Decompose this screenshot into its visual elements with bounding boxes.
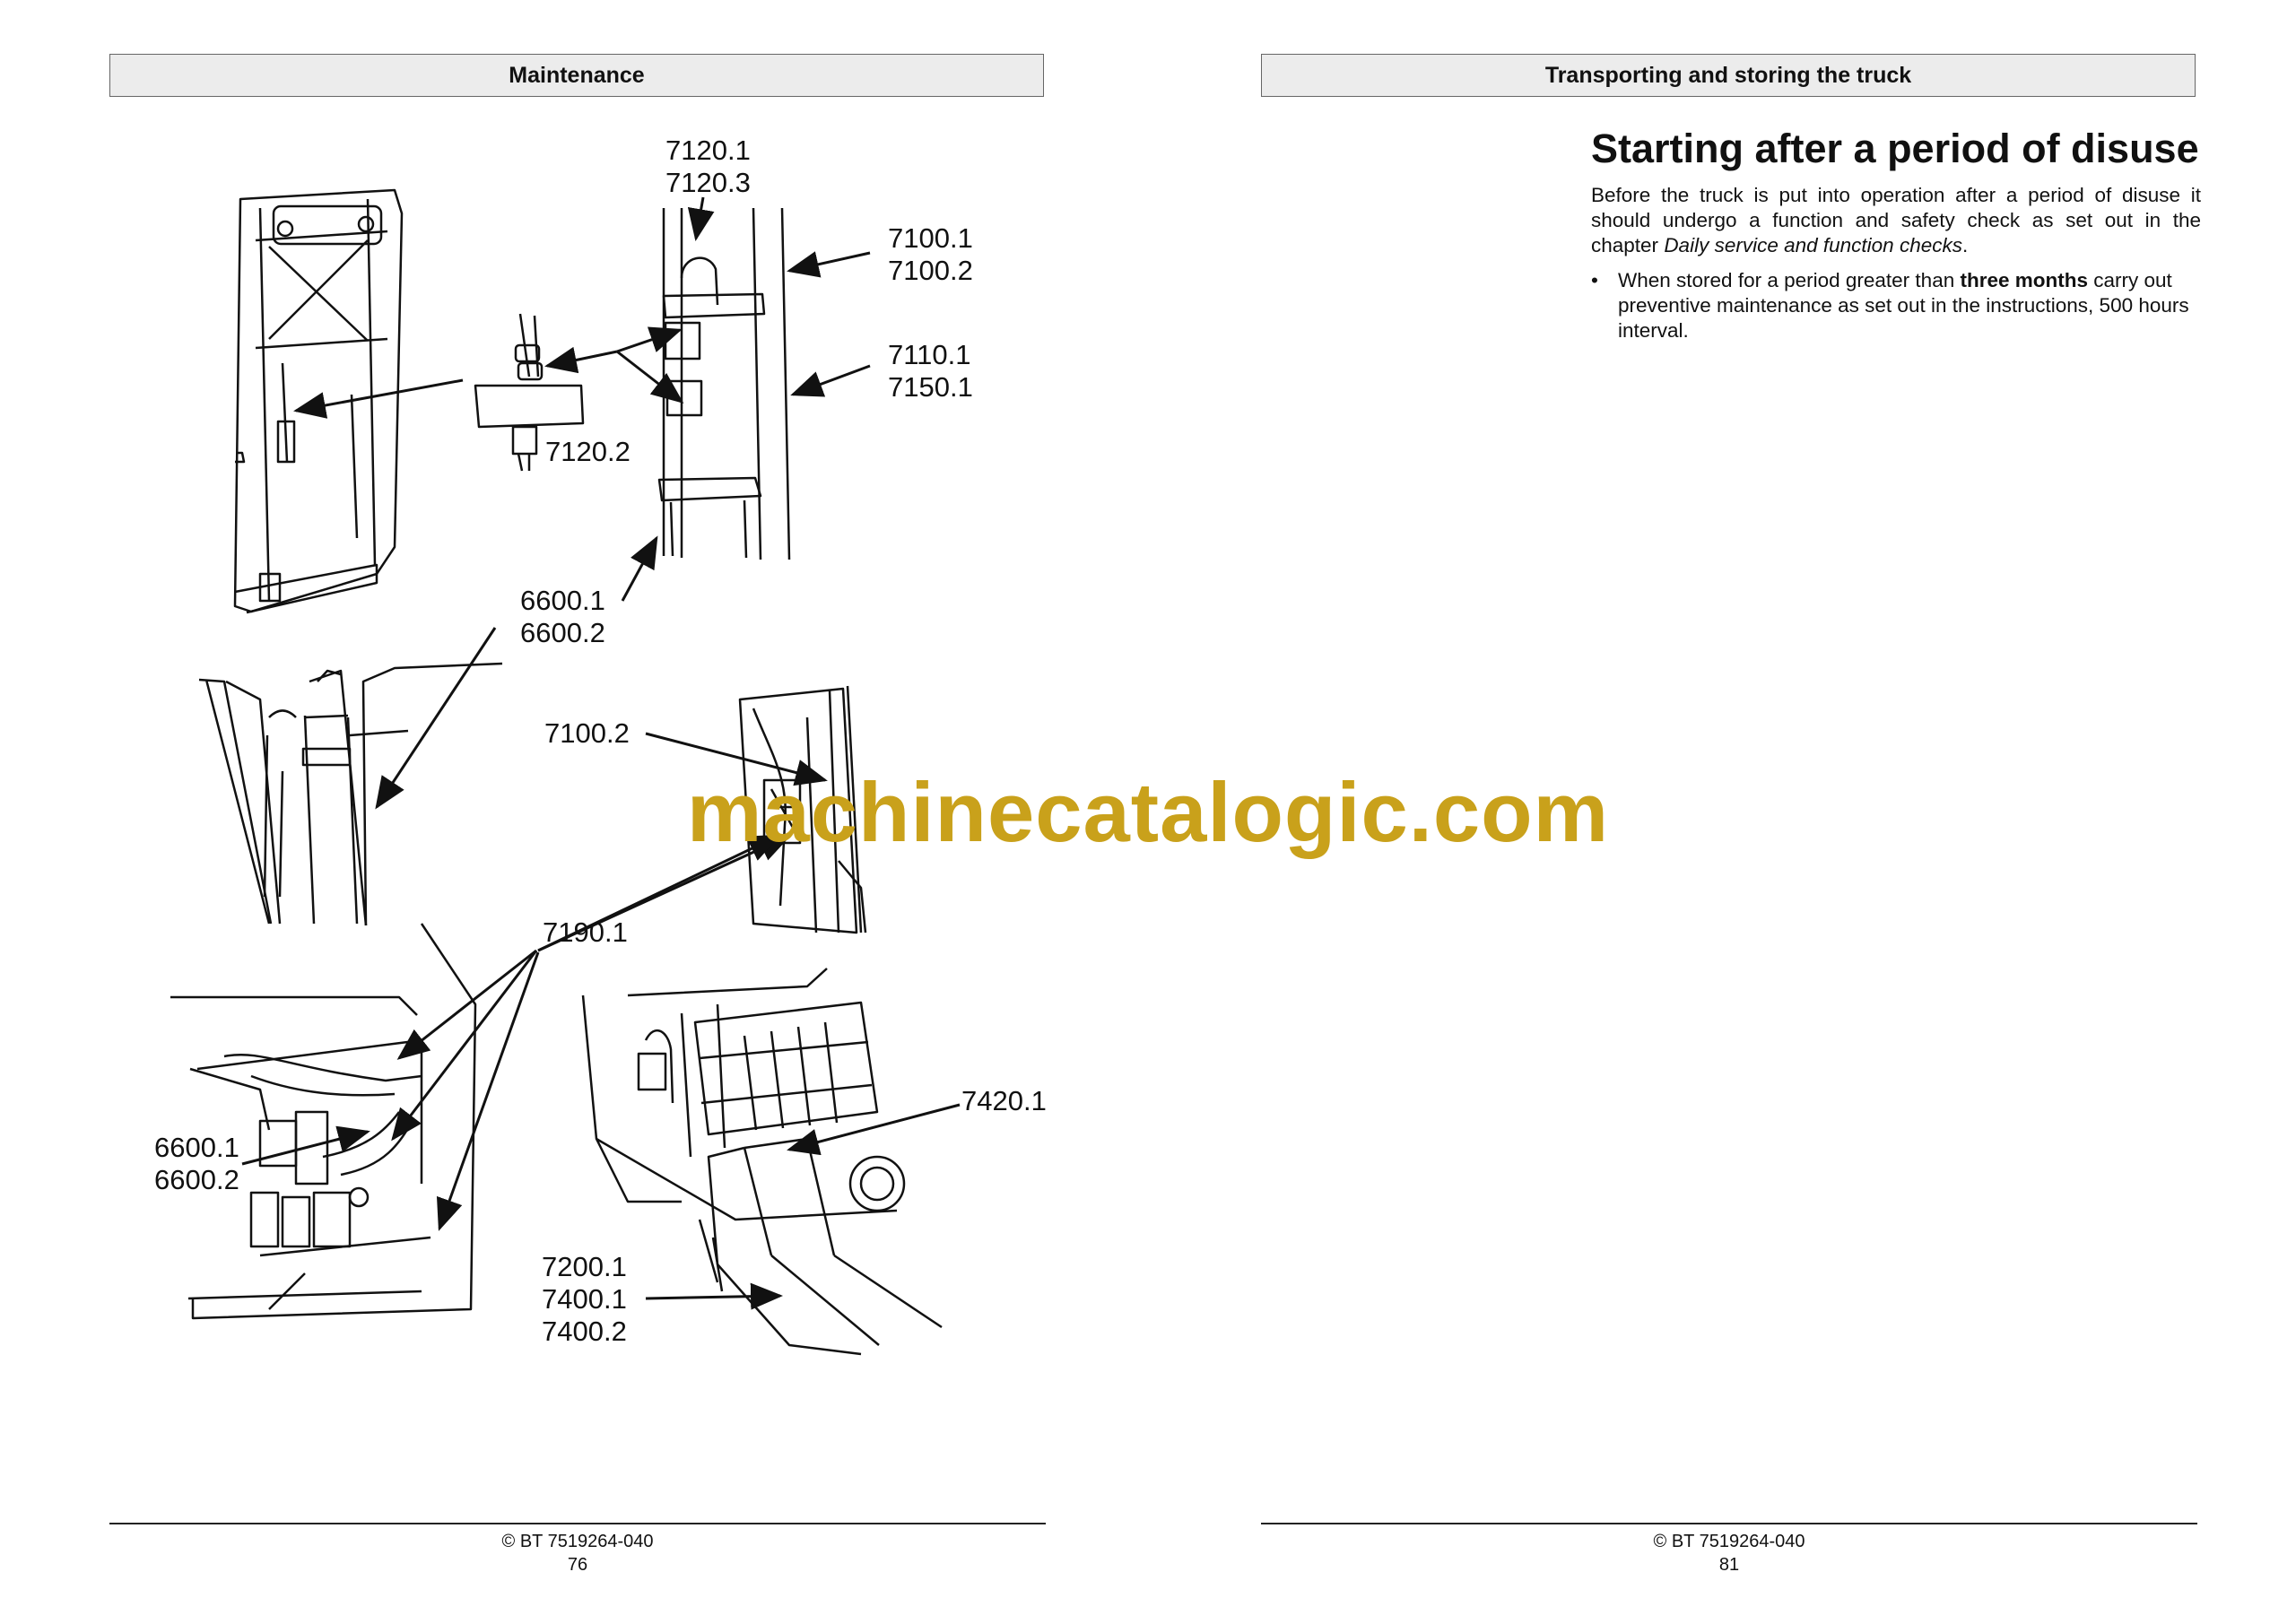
right-page-number: 81 xyxy=(1718,1555,1740,1575)
callout-7200-1-7400-1-7400-2: 7200.1 7400.1 7400.2 xyxy=(542,1251,627,1347)
right-page-header: Transporting and storing the truck xyxy=(1261,54,2196,97)
left-footer: © BT 7519264-040 76 xyxy=(109,1530,1046,1576)
valve-closeup-drawing xyxy=(738,685,867,934)
callout-6600-1-6600-2-upper: 6600.1 6600.2 xyxy=(520,585,605,648)
left-page: Maintenance xyxy=(109,54,1047,1576)
section-title: Starting after a period of disuse xyxy=(1591,126,2199,171)
forklift-front-drawing xyxy=(581,968,943,1356)
bullet-pre: When stored for a period greater than xyxy=(1618,269,1961,291)
hose-closeup-drawing xyxy=(198,662,503,926)
callout-7110-1-7150-1: 7110.1 7150.1 xyxy=(888,339,973,403)
right-footer-copyright: © BT 7519264-040 xyxy=(1653,1532,1805,1551)
callout-7420-1: 7420.1 xyxy=(961,1085,1047,1116)
callout-7100-2-lower: 7100.2 xyxy=(544,717,630,749)
mast-drawing xyxy=(233,188,404,614)
callout-7120-2: 7120.2 xyxy=(545,436,631,467)
callout-7100-1-7100-2: 7100.1 7100.2 xyxy=(888,222,973,286)
intro-chapter-reference: Daily service and function checks xyxy=(1664,234,1962,256)
cylinder-closeup-drawing xyxy=(657,207,791,560)
left-page-header: Maintenance xyxy=(109,54,1044,97)
bullet-text: When stored for a period greater than th… xyxy=(1618,268,2203,343)
left-footer-copyright: © BT 7519264-040 xyxy=(501,1532,654,1551)
hydraulic-compartment-drawing xyxy=(170,923,477,1320)
intro-text: Before the truck is put into operation a… xyxy=(1591,184,2201,256)
callout-7190-1: 7190.1 xyxy=(543,916,628,948)
left-footer-rule xyxy=(109,1523,1046,1524)
callout-7120-1-7120-3: 7120.1 7120.3 xyxy=(665,135,751,198)
right-footer: © BT 7519264-040 81 xyxy=(1261,1530,2197,1576)
right-page: Transporting and storing the truck Start… xyxy=(1148,0,2296,1624)
callout-6600-1-6600-2-lower: 6600.1 6600.2 xyxy=(154,1132,239,1195)
bullet-symbol: • xyxy=(1591,269,1598,291)
intro-end: . xyxy=(1961,234,1969,256)
right-footer-rule xyxy=(1261,1523,2197,1524)
chain-detail-drawing xyxy=(474,313,585,472)
bullet-emphasis: three months xyxy=(1960,269,2088,291)
intro-paragraph: Before the truck is put into operation a… xyxy=(1591,183,2201,258)
maintenance-points-illustration xyxy=(170,188,961,1356)
bullet-post: carry out preventive maintenance as set … xyxy=(1618,269,2189,342)
left-page-number: 76 xyxy=(567,1555,588,1575)
